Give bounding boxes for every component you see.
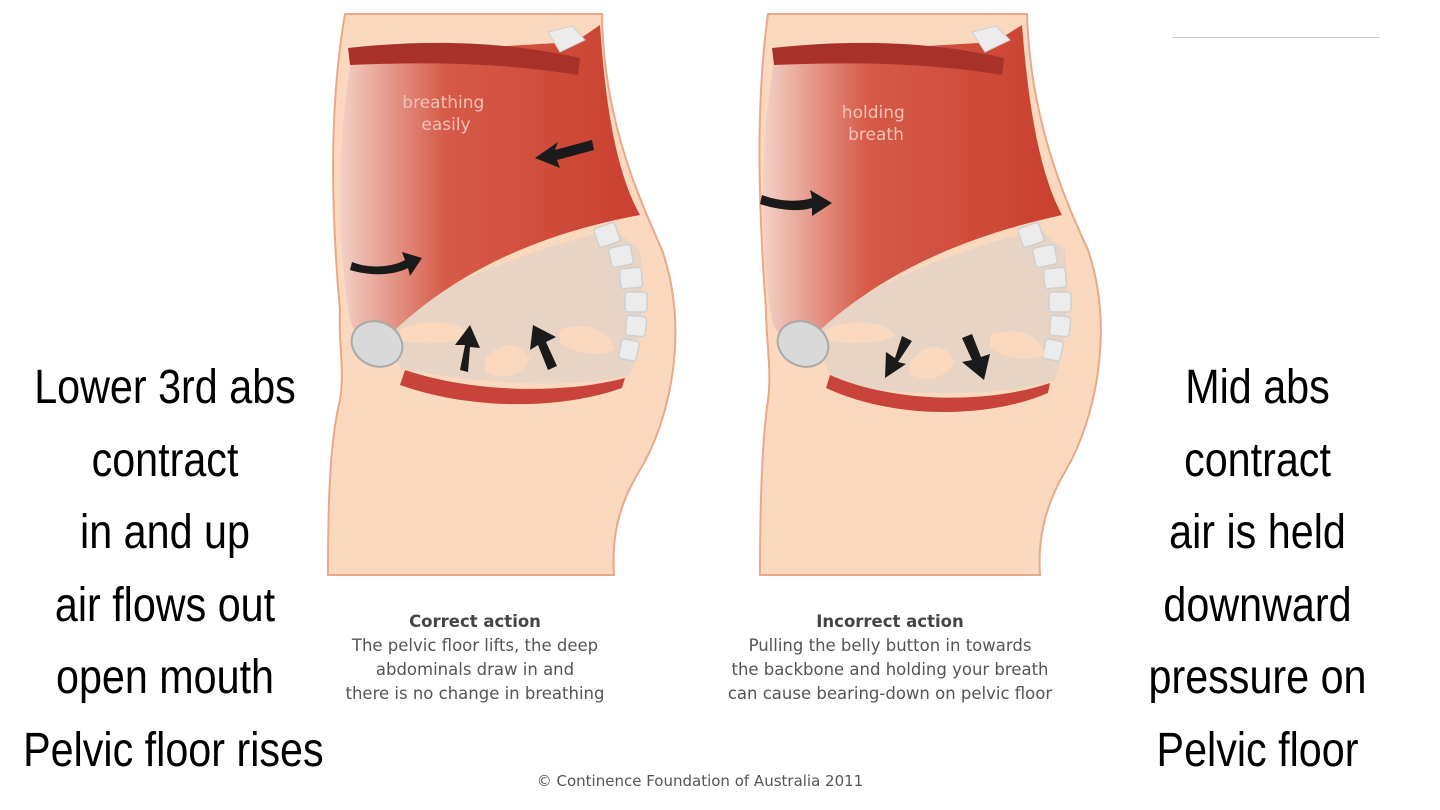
abdominal-muscle [762,25,1062,341]
arrow-up-icon [455,325,480,372]
copyright-notice: © Continence Foundation of Australia 201… [536,772,864,790]
caption-line: Pulling the belly button in towards [748,636,1032,655]
right-annotation-line: Pelvic floor [1156,723,1359,777]
arrow-icons [760,190,990,380]
right-annotation: Mid abs contract air is held downward pr… [1144,352,1372,787]
left-annotation-line: in and up [80,506,250,559]
figure-incorrect-action [758,13,1102,576]
arrow-down-icon [885,336,912,378]
pelvic-bones [400,322,615,377]
rib-band [772,42,1004,75]
caption-correct-action: Correct action The pelvic floor lifts, t… [310,610,640,706]
arrow-right-icon [350,252,422,276]
caption-incorrect-action: Incorrect action Pulling the belly butto… [700,610,1080,706]
caption-line: the backbone and holding your breath [731,660,1049,679]
spine [593,221,648,362]
arrow-right-icon [760,190,832,216]
left-annotation: Lower 3rd abs contract in and up air flo… [23,352,324,787]
rib-band [348,42,580,75]
caption-title: Correct action [409,612,541,631]
caption-line: there is no change in breathing [345,684,605,703]
pelvic-floor-muscle [826,375,1050,412]
arrow-left-icon [535,140,594,168]
arrow-icons [350,140,594,372]
caption-line: The pelvic floor lifts, the deep [351,636,599,655]
right-annotation-line: downward [1163,578,1352,632]
right-annotation-line: contract [1184,433,1331,487]
arrow-up-icon [530,325,557,370]
right-annotation-line: air is held [1169,506,1346,559]
arrow-down-icon [962,334,990,380]
top-divider-line [1172,37,1380,38]
spine [1017,221,1072,362]
pelvic-floor-muscle [400,370,625,405]
figure-left-label: breathing easily [402,93,489,135]
caption-line: abdominals draw in and [375,660,575,679]
rib-bone [547,25,586,53]
rib-bone [971,25,1011,53]
left-annotation-line: Lower 3rd abs [34,361,296,414]
left-annotation-line: air flows out [54,578,276,632]
caption-title: Incorrect action [816,612,964,631]
right-annotation-line: pressure on [1148,651,1367,704]
pelvic-bones [825,322,1045,379]
pubic-bone [776,320,830,368]
figure-right-label: holding breath [842,103,910,145]
left-annotation-line: open mouth [55,651,275,704]
right-annotation-line: Mid abs [1185,361,1330,414]
figure-correct-action [326,13,677,576]
left-annotation-line: Pelvic floor rises [23,723,324,777]
pubic-bone [350,320,404,368]
caption-line: can cause bearing-down on pelvic floor [727,684,1053,703]
left-annotation-line: contract [91,433,239,487]
